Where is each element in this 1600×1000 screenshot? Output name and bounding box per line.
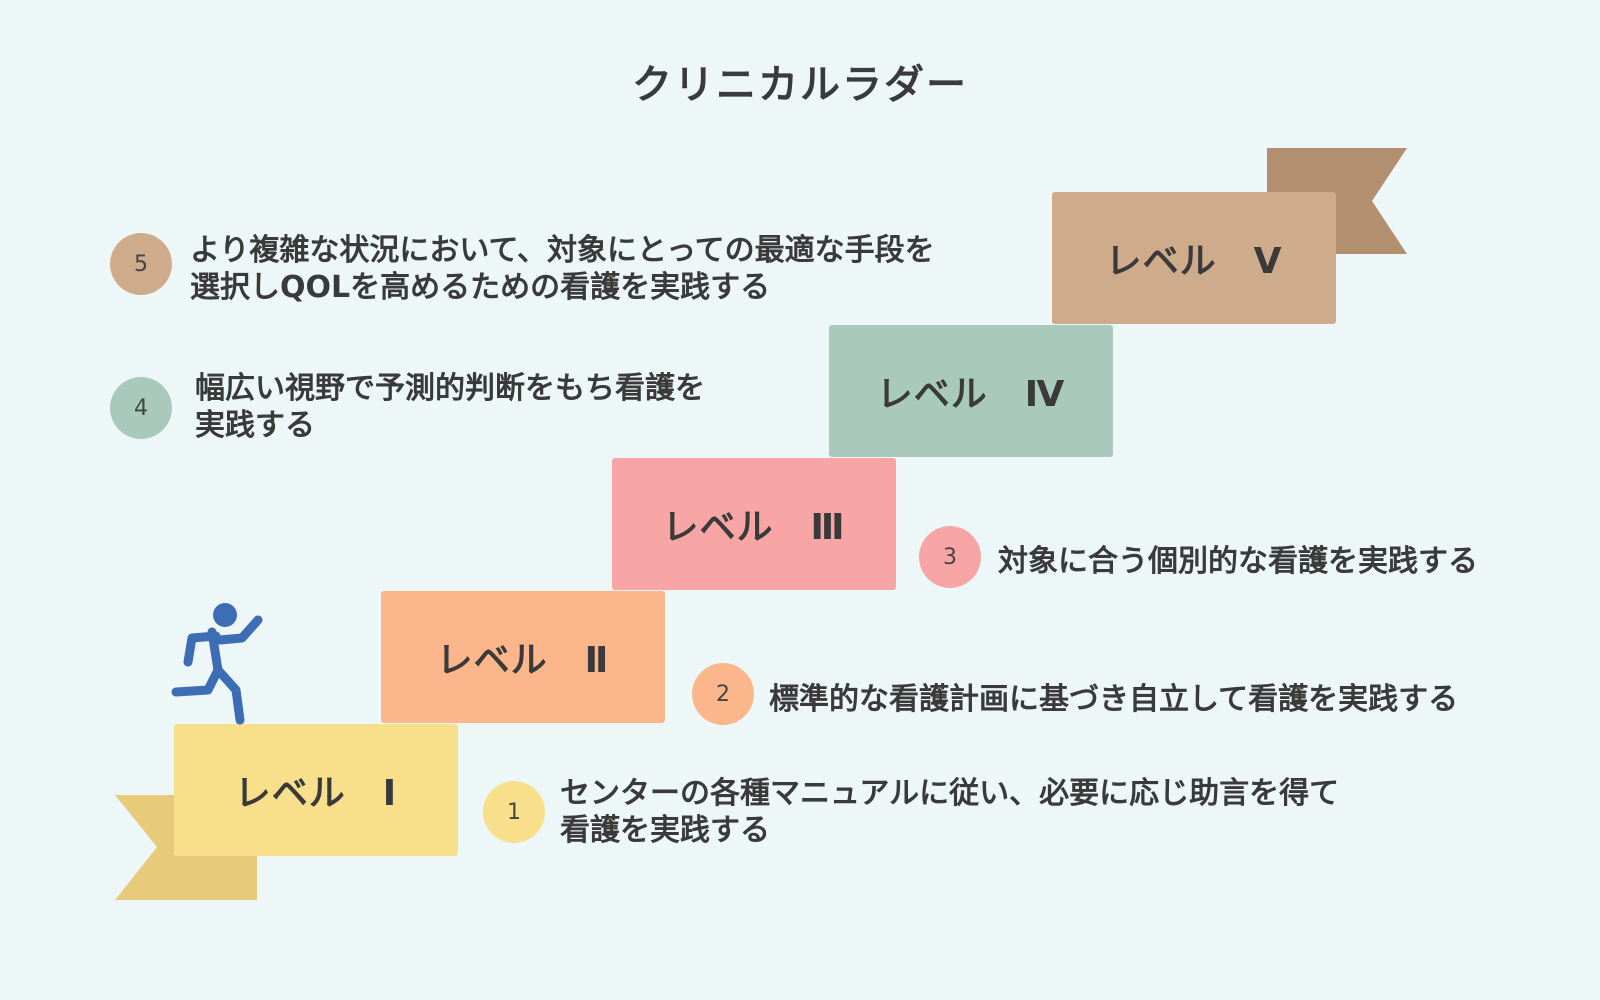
running-person-icon — [171, 603, 263, 725]
level-3-label: レベル Ⅲ — [662, 507, 846, 548]
level-3-number-badge: 3 — [919, 526, 981, 588]
level-3-description: 対象に合う個別的な看護を実践する — [998, 543, 1478, 580]
level-5-description-line2: 選択しQOLを高めるための看護を実践する — [190, 270, 771, 305]
level-4-label: レベル Ⅳ — [876, 374, 1066, 415]
level-2-description: 標準的な看護計画に基づき自立して看護を実践する — [769, 681, 1458, 718]
level-4-description: 幅広い視野で予測的判断をもち看護を 実践する — [195, 370, 705, 444]
level-4-description-line1: 幅広い視野で予測的判断をもち看護を — [195, 371, 705, 406]
level-4-description-line2: 実践する — [195, 408, 315, 443]
level-1-number-badge: 1 — [483, 781, 545, 843]
level-5-number-badge: 5 — [110, 233, 172, 295]
level-1-description: センターの各種マニュアルに従い、必要に応じ助言を得て 看護を実践する — [560, 775, 1339, 849]
level-5-description: より複雑な状況において、対象にとっての最適な手段を 選択しQOLを高めるための看… — [190, 232, 935, 306]
level-1-description-line2: 看護を実践する — [560, 813, 770, 848]
page-title: クリニカルラダー — [632, 62, 968, 108]
level-1-step: レベル Ⅰ — [174, 724, 458, 856]
level-2-step: レベル Ⅱ — [381, 591, 665, 723]
level-1-description-line1: センターの各種マニュアルに従い、必要に応じ助言を得て — [560, 776, 1340, 811]
level-4-step: レベル Ⅳ — [829, 325, 1113, 457]
level-5-description-line1: より複雑な状況において、対象にとっての最適な手段を — [190, 233, 935, 268]
level-5-label: レベル Ⅴ — [1105, 241, 1283, 282]
level-2-number-badge: 2 — [692, 663, 754, 725]
level-3-description-line1: 対象に合う個別的な看護を実践する — [998, 544, 1478, 579]
level-4-number-badge: 4 — [110, 377, 172, 439]
level-3-step: レベル Ⅲ — [612, 458, 896, 590]
level-2-label: レベル Ⅱ — [436, 640, 610, 681]
level-5-step: レベル Ⅴ — [1052, 192, 1336, 324]
level-1-label: レベル Ⅰ — [234, 773, 398, 814]
level-2-description-line1: 標準的な看護計画に基づき自立して看護を実践する — [769, 682, 1459, 717]
